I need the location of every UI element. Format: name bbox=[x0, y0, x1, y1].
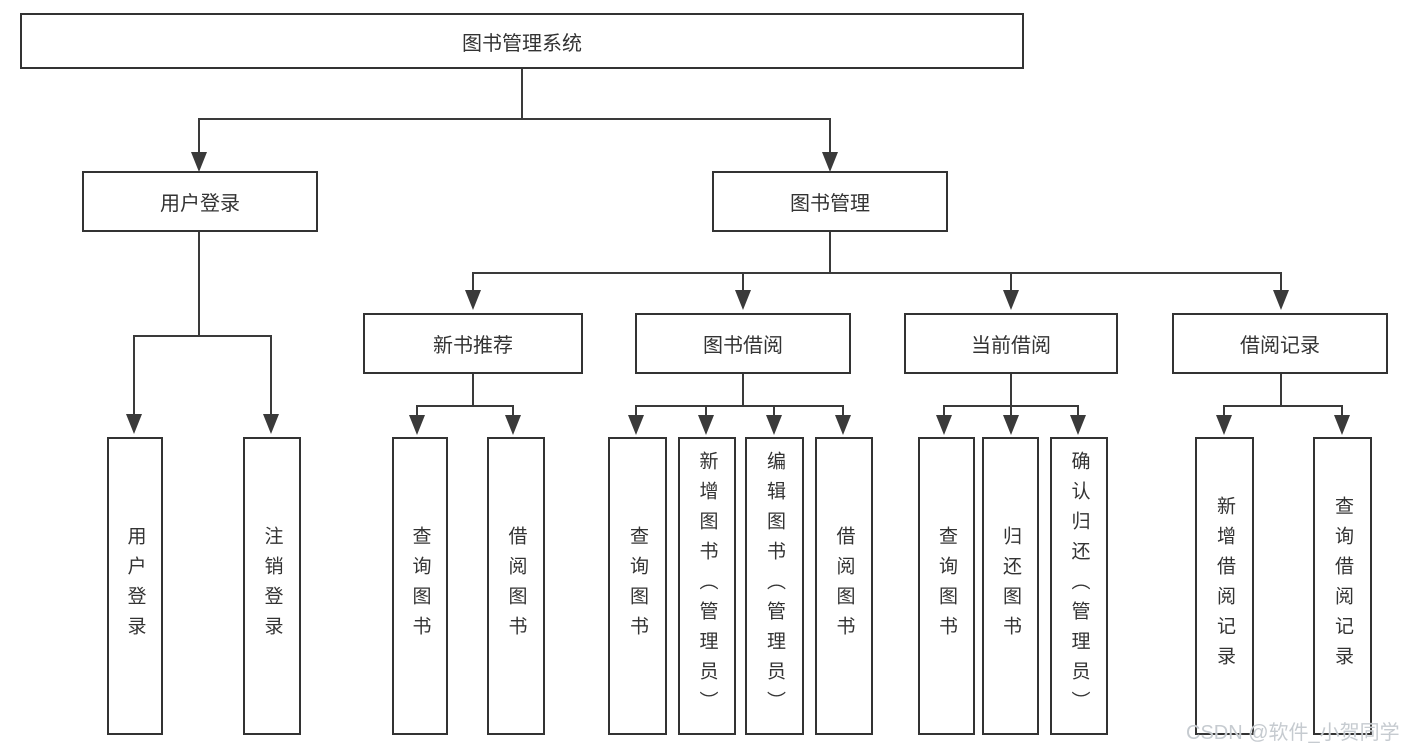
node-label: 图书借阅 bbox=[703, 335, 783, 357]
leaf-query-books: 查询图书 bbox=[608, 437, 667, 735]
leaf-logout: 注销登录 bbox=[243, 437, 301, 735]
arrow-down-icon bbox=[735, 290, 751, 310]
leaf-user-login: 用户登录 bbox=[107, 437, 163, 735]
leaf-edit-books-admin: 编辑图书（管理员） bbox=[745, 437, 804, 735]
connector-line bbox=[635, 405, 844, 407]
connector-line bbox=[842, 405, 844, 417]
connector-line bbox=[1280, 374, 1282, 407]
node-new-book-recommendation: 新书推荐 bbox=[363, 313, 583, 374]
arrow-down-icon bbox=[465, 290, 481, 310]
node-label: 确认归还（管理员） bbox=[1068, 451, 1090, 721]
arrow-down-icon bbox=[1216, 415, 1232, 435]
arrow-down-icon bbox=[822, 152, 838, 172]
arrow-down-icon bbox=[766, 415, 782, 435]
leaf-query-borrow-record: 查询借阅记录 bbox=[1313, 437, 1372, 735]
arrow-down-icon bbox=[628, 415, 644, 435]
node-label: 查询图书 bbox=[627, 526, 648, 646]
connector-line bbox=[472, 374, 474, 407]
connector-line bbox=[1010, 272, 1012, 292]
node-label: 用户登录 bbox=[124, 526, 146, 646]
node-label: 归还图书 bbox=[1000, 526, 1021, 646]
node-label: 图书管理系统 bbox=[462, 32, 582, 55]
connector-line bbox=[133, 335, 135, 414]
connector-line bbox=[512, 405, 514, 417]
node-label: 查询图书 bbox=[409, 526, 431, 646]
connector-line bbox=[1280, 272, 1282, 292]
arrow-down-icon bbox=[409, 415, 425, 435]
node-library-system: 图书管理系统 bbox=[20, 13, 1024, 69]
csdn-watermark: CSDN @软件_小贺同学 bbox=[1186, 722, 1400, 744]
node-label: 查询借阅记录 bbox=[1332, 496, 1353, 676]
node-label: 借阅图书 bbox=[505, 526, 527, 646]
arrow-down-icon bbox=[698, 415, 714, 435]
node-label: 编辑图书（管理员） bbox=[764, 451, 785, 721]
node-label: 图书管理 bbox=[790, 193, 870, 215]
arrow-down-icon bbox=[505, 415, 521, 435]
connector-line bbox=[1077, 405, 1079, 417]
connector-line bbox=[521, 69, 523, 120]
connector-line bbox=[1010, 405, 1012, 417]
arrow-down-icon bbox=[191, 152, 207, 172]
connector-line bbox=[635, 405, 637, 417]
arrow-down-icon bbox=[936, 415, 952, 435]
connector-line bbox=[1341, 405, 1343, 417]
node-label: 当前借阅 bbox=[971, 335, 1051, 357]
arrow-down-icon bbox=[1273, 290, 1289, 310]
connector-line bbox=[133, 335, 272, 337]
connector-line bbox=[416, 405, 514, 407]
node-book-borrowing: 图书借阅 bbox=[635, 313, 851, 374]
leaf-query-books: 查询图书 bbox=[918, 437, 975, 735]
connector-line bbox=[1223, 405, 1225, 417]
connector-line bbox=[472, 272, 1282, 274]
node-book-management: 图书管理 bbox=[712, 171, 948, 232]
arrow-down-icon bbox=[835, 415, 851, 435]
leaf-confirm-return-admin: 确认归还（管理员） bbox=[1050, 437, 1108, 735]
leaf-add-borrow-record: 新增借阅记录 bbox=[1195, 437, 1254, 735]
leaf-borrow-books: 借阅图书 bbox=[487, 437, 545, 735]
leaf-borrow-books: 借阅图书 bbox=[815, 437, 873, 735]
leaf-return-books: 归还图书 bbox=[982, 437, 1039, 735]
node-label: 新增借阅记录 bbox=[1214, 496, 1235, 676]
arrow-down-icon bbox=[1070, 415, 1086, 435]
arrow-down-icon bbox=[126, 414, 142, 434]
connector-line bbox=[742, 272, 744, 292]
connector-line bbox=[829, 232, 831, 274]
connector-line bbox=[829, 118, 831, 152]
connector-line bbox=[705, 405, 707, 417]
node-label: 用户登录 bbox=[160, 193, 240, 215]
node-label: 查询图书 bbox=[936, 526, 957, 646]
node-label: 借阅记录 bbox=[1240, 335, 1320, 357]
connector-line bbox=[943, 405, 945, 417]
leaf-add-books-admin: 新增图书（管理员） bbox=[678, 437, 736, 735]
arrow-down-icon bbox=[1003, 290, 1019, 310]
node-borrowing-records: 借阅记录 bbox=[1172, 313, 1388, 374]
connector-line bbox=[198, 118, 831, 120]
connector-line bbox=[198, 118, 200, 152]
node-label: 新增图书（管理员） bbox=[696, 451, 718, 721]
arrow-down-icon bbox=[1334, 415, 1350, 435]
connector-line bbox=[270, 335, 272, 414]
node-label: 注销登录 bbox=[261, 526, 283, 646]
connector-line bbox=[1010, 374, 1012, 407]
connector-line bbox=[472, 272, 474, 292]
connector-line bbox=[1223, 405, 1343, 407]
arrow-down-icon bbox=[1003, 415, 1019, 435]
connector-line bbox=[198, 232, 200, 337]
node-label: 借阅图书 bbox=[833, 526, 855, 646]
leaf-query-books: 查询图书 bbox=[392, 437, 448, 735]
node-label: 新书推荐 bbox=[433, 335, 513, 357]
arrow-down-icon bbox=[263, 414, 279, 434]
connector-line bbox=[773, 405, 775, 417]
node-user-login: 用户登录 bbox=[82, 171, 318, 232]
connector-line bbox=[416, 405, 418, 417]
node-current-borrowing: 当前借阅 bbox=[904, 313, 1118, 374]
connector-line bbox=[742, 374, 744, 407]
